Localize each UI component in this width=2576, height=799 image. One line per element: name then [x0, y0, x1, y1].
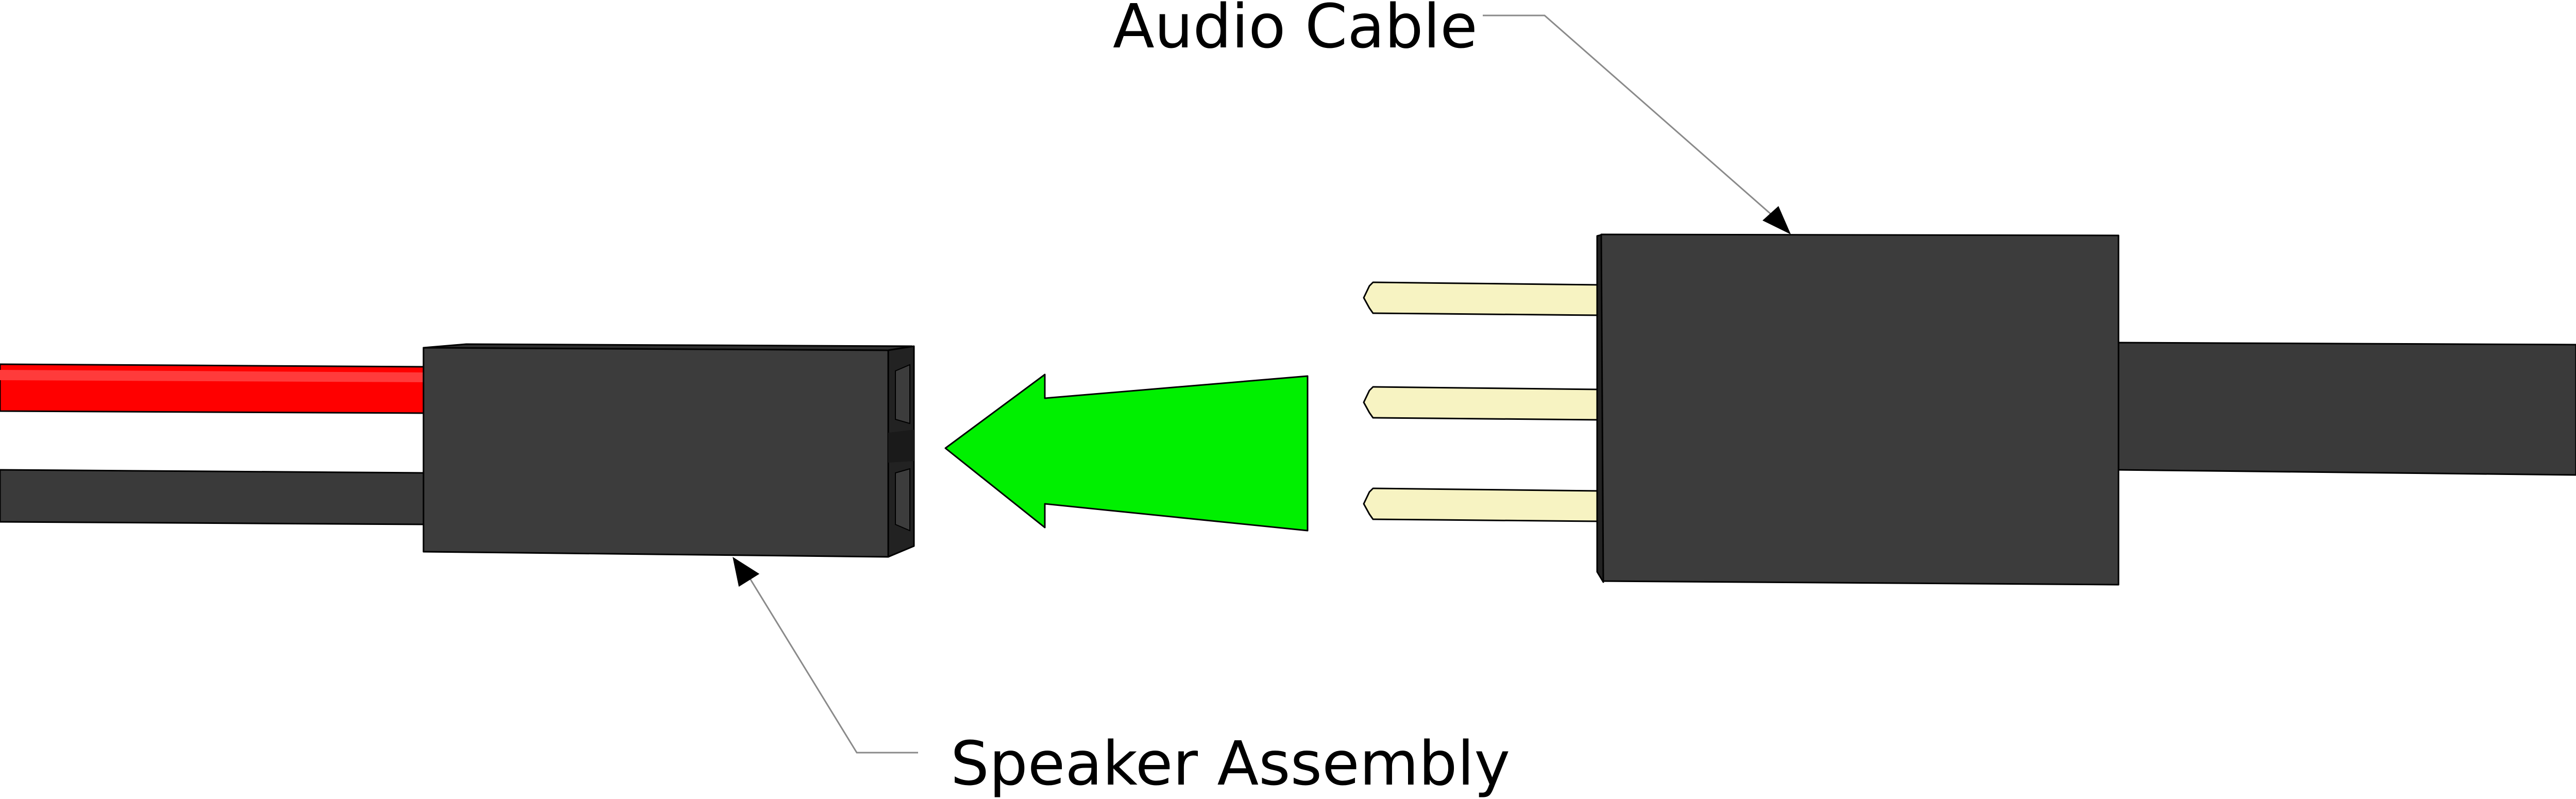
pin-bottom — [1363, 487, 1602, 522]
callout-audio-cable: Audio Cable — [1113, 0, 1791, 234]
speaker-connector-front — [422, 347, 889, 558]
black-wire — [0, 469, 428, 525]
audio-cable-arrowhead — [1762, 206, 1791, 234]
red-wire-highlight — [0, 370, 427, 382]
audio-cable-jacket — [2113, 342, 2576, 476]
audio-cable-pins — [1363, 281, 1602, 522]
audio-cable-leader — [1483, 14, 1773, 216]
speaker-assembly-arrowhead — [733, 557, 759, 587]
socket-divider — [888, 430, 914, 463]
audio-connector-body — [1600, 233, 2120, 586]
pin-top — [1363, 281, 1602, 316]
speaker-assembly-label: Speaker Assembly — [951, 728, 1510, 799]
insert-direction-arrow — [944, 373, 1309, 532]
audio-cable-label: Audio Cable — [1113, 0, 1478, 62]
pin-middle — [1363, 386, 1602, 421]
speaker-connector — [422, 343, 915, 558]
socket-slot-lower — [895, 468, 910, 532]
callout-speaker-assembly: Speaker Assembly — [733, 557, 1510, 799]
socket-slot-upper — [895, 364, 910, 424]
speaker-wires — [0, 363, 428, 525]
audio-cable-connector — [1596, 233, 2120, 586]
speaker-assembly-leader — [749, 577, 918, 754]
